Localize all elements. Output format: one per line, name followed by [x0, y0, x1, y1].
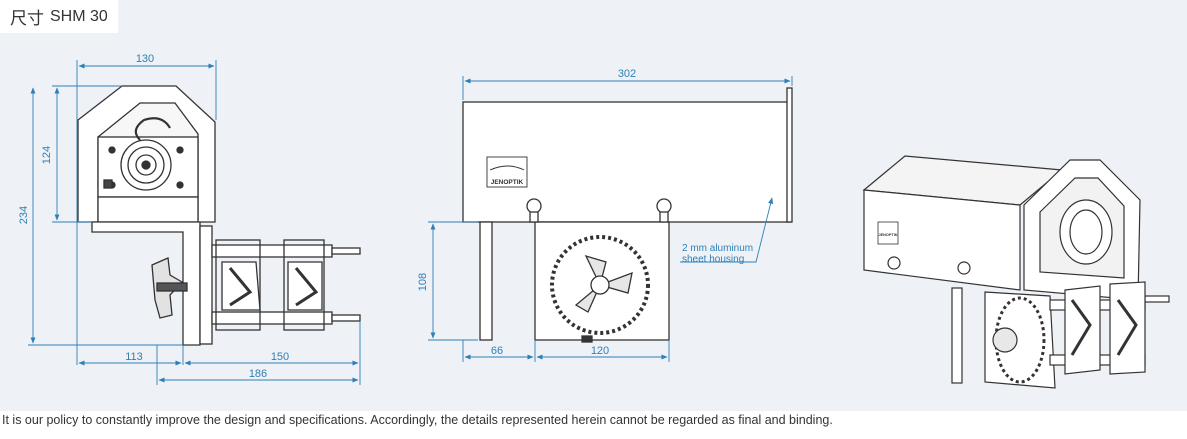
annotation-line1: 2 mm aluminum	[682, 243, 753, 254]
dim-124: 124	[41, 146, 53, 164]
dim-113: 113	[125, 351, 143, 363]
perspective-brand-logo: JENOPTIK	[879, 233, 898, 237]
dim-108: 108	[417, 273, 429, 291]
title-zh: 尺寸	[10, 9, 44, 29]
front-view	[77, 85, 361, 346]
perspective-view	[862, 155, 1170, 389]
disclaimer-note: It is our policy to constantly improve t…	[2, 413, 833, 427]
dim-150: 150	[271, 351, 289, 363]
dim-130: 130	[136, 53, 154, 65]
dim-120: 120	[591, 345, 609, 357]
title-model: SHM 30	[50, 7, 108, 25]
side-view	[462, 87, 793, 343]
dim-234: 234	[18, 206, 30, 224]
side-view-dimensions	[428, 76, 793, 362]
dim-186: 186	[249, 368, 267, 380]
technical-drawing: 130 124 234 113 150 186 JENOPTIK	[18, 53, 1170, 389]
side-brand-logo: JENOPTIK	[491, 179, 524, 186]
title-tab: 尺寸 SHM 30	[0, 0, 118, 33]
dim-302: 302	[618, 68, 636, 80]
dim-66: 66	[491, 345, 503, 357]
front-view-dimensions	[28, 60, 361, 385]
annotation-line2: sheet housing	[682, 254, 744, 265]
